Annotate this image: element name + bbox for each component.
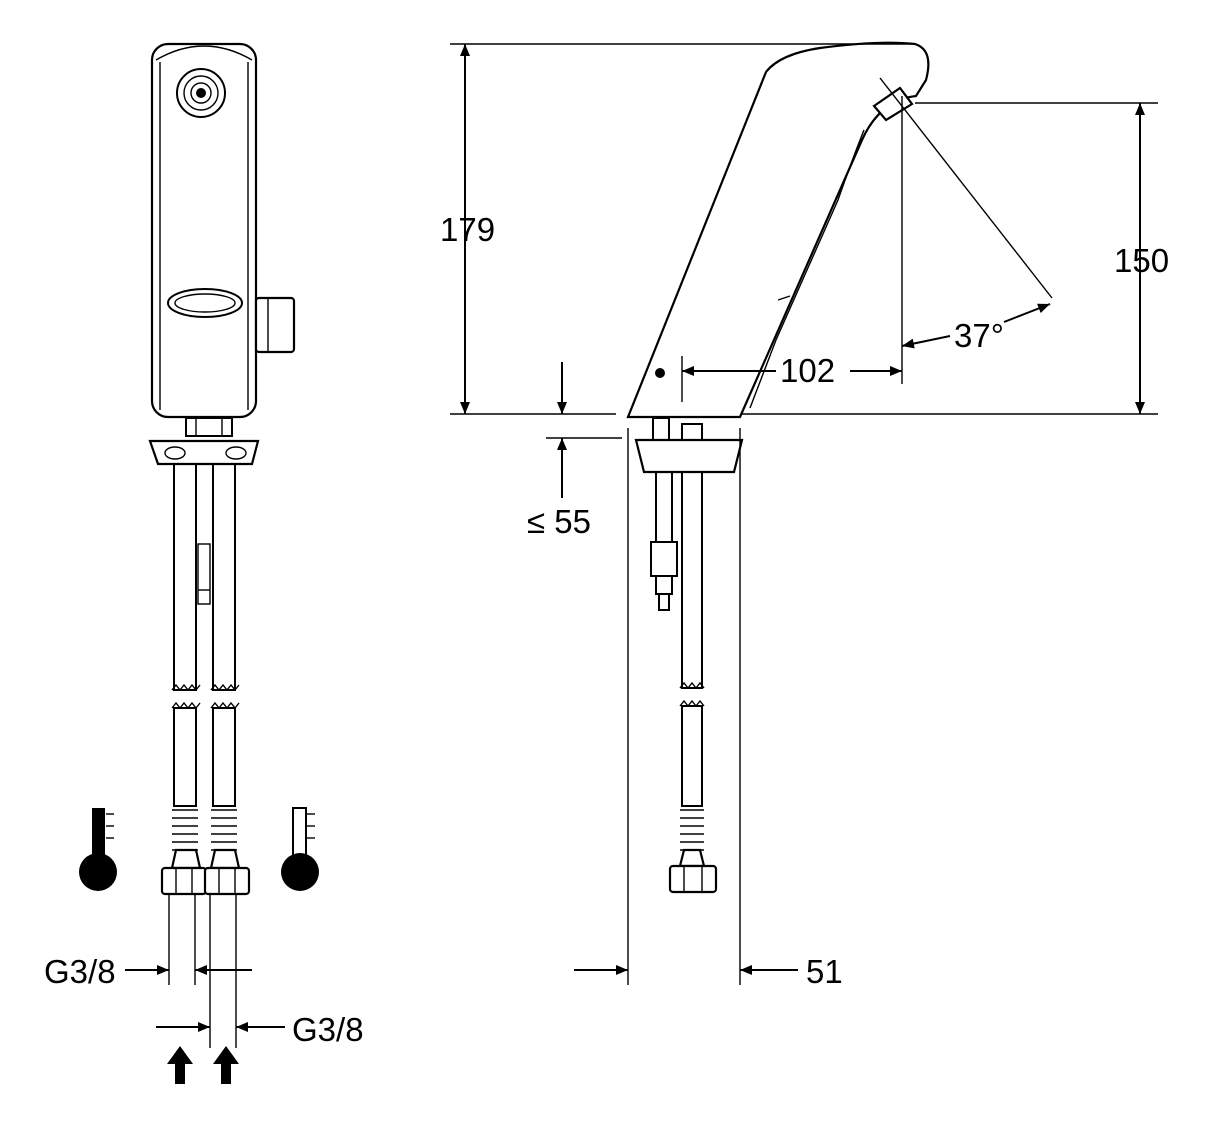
aerator-icon [176,68,226,118]
connection-left-label: G3/8 [44,953,116,990]
front-view: G3/8 G3/8 [44,42,364,1084]
dim-deck-thickness: ≤ 55 [527,503,591,540]
side-nut [668,864,718,894]
connection-right-label: G3/8 [292,1011,364,1048]
dim-reach: 102 [780,352,835,389]
side-view: 179 150 37° 102 ≤ 55 51 [440,41,1169,990]
side-hose [681,471,703,689]
front-faucet-body [150,42,258,419]
arrow-up-icon [167,1046,239,1084]
dim-outlet-height: 150 [1114,242,1169,279]
dim-base-width: 51 [806,953,843,990]
dim-spray-angle: 37° [954,317,1004,354]
thermometer-hot-icon [79,808,117,891]
nut-right [203,866,251,896]
hose-right [212,463,236,691]
dim-total-height: 179 [440,211,495,248]
hose-left [173,463,197,691]
sensor-window-icon [167,288,243,318]
nut-left [160,866,208,896]
thermometer-cold-icon [281,807,319,891]
side-knob [254,296,296,354]
